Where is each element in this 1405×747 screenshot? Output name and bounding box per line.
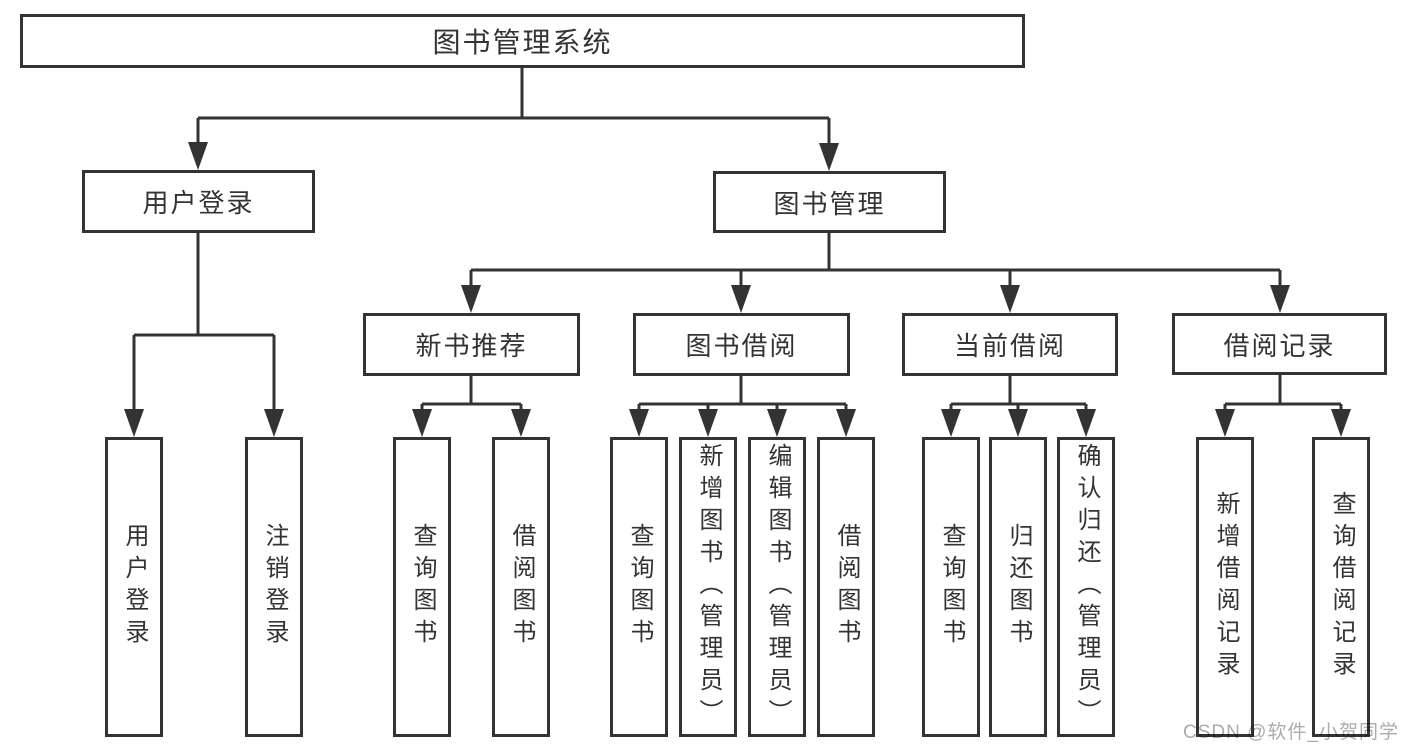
leaf-logout: 注销登录 bbox=[245, 437, 303, 737]
node-label: 查询图书 bbox=[409, 523, 436, 651]
node-label: 新增借阅记录 bbox=[1212, 491, 1239, 683]
arrowheads bbox=[124, 142, 1351, 437]
node-book-management: 图书管理 bbox=[713, 171, 946, 233]
node-label: 新增图书（管理员） bbox=[695, 443, 722, 731]
node-label: 借阅记录 bbox=[1223, 330, 1336, 361]
node-label: 当前借阅 bbox=[953, 331, 1066, 361]
node-label: 借阅图书 bbox=[833, 523, 860, 651]
leaf-query-books-borrowing: 查询图书 bbox=[610, 437, 668, 737]
leaf-confirm-return-admin: 确认归还（管理员） bbox=[1057, 437, 1115, 737]
node-label: 用户登录 bbox=[121, 523, 148, 651]
connector-paths bbox=[132, 68, 1343, 414]
leaf-edit-book-admin: 编辑图书（管理员） bbox=[748, 437, 806, 737]
leaf-borrow-books-borrowing: 借阅图书 bbox=[817, 437, 875, 737]
leaf-borrow-books-recommend: 借阅图书 bbox=[492, 437, 550, 737]
node-user-login: 用户登录 bbox=[82, 170, 315, 233]
node-label: 查询借阅记录 bbox=[1328, 491, 1355, 683]
leaf-add-borrow-record: 新增借阅记录 bbox=[1196, 437, 1254, 737]
leaf-add-book-admin: 新增图书（管理员） bbox=[679, 437, 737, 737]
node-label: 新书推荐 bbox=[415, 331, 528, 361]
node-label: 编辑图书（管理员） bbox=[764, 443, 791, 731]
node-label: 归还图书 bbox=[1005, 523, 1032, 651]
node-label: 图书管理 bbox=[773, 188, 886, 219]
leaf-query-books-current: 查询图书 bbox=[922, 437, 980, 737]
node-label: 查询图书 bbox=[938, 523, 965, 651]
node-library-management-system: 图书管理系统 bbox=[20, 14, 1025, 68]
node-book-borrowing: 图书借阅 bbox=[633, 313, 850, 376]
node-label: 用户登录 bbox=[142, 188, 255, 218]
leaf-query-books-recommend: 查询图书 bbox=[393, 437, 451, 737]
leaf-user-login: 用户登录 bbox=[105, 437, 163, 737]
node-label: 确认归还（管理员） bbox=[1073, 443, 1100, 731]
node-label: 借阅图书 bbox=[508, 523, 535, 651]
node-label: 图书管理系统 bbox=[432, 27, 613, 58]
node-current-borrowing: 当前借阅 bbox=[902, 313, 1118, 376]
node-label: 查询图书 bbox=[626, 523, 653, 651]
leaf-return-book: 归还图书 bbox=[989, 437, 1047, 737]
node-label: 图书借阅 bbox=[685, 331, 798, 361]
watermark: CSDN @软件_小贺同学 bbox=[1183, 722, 1399, 743]
leaf-query-borrow-record: 查询借阅记录 bbox=[1312, 437, 1370, 737]
node-new-book-recommend: 新书推荐 bbox=[363, 313, 580, 376]
node-label: 注销登录 bbox=[261, 523, 288, 651]
node-borrowing-records: 借阅记录 bbox=[1172, 313, 1387, 375]
